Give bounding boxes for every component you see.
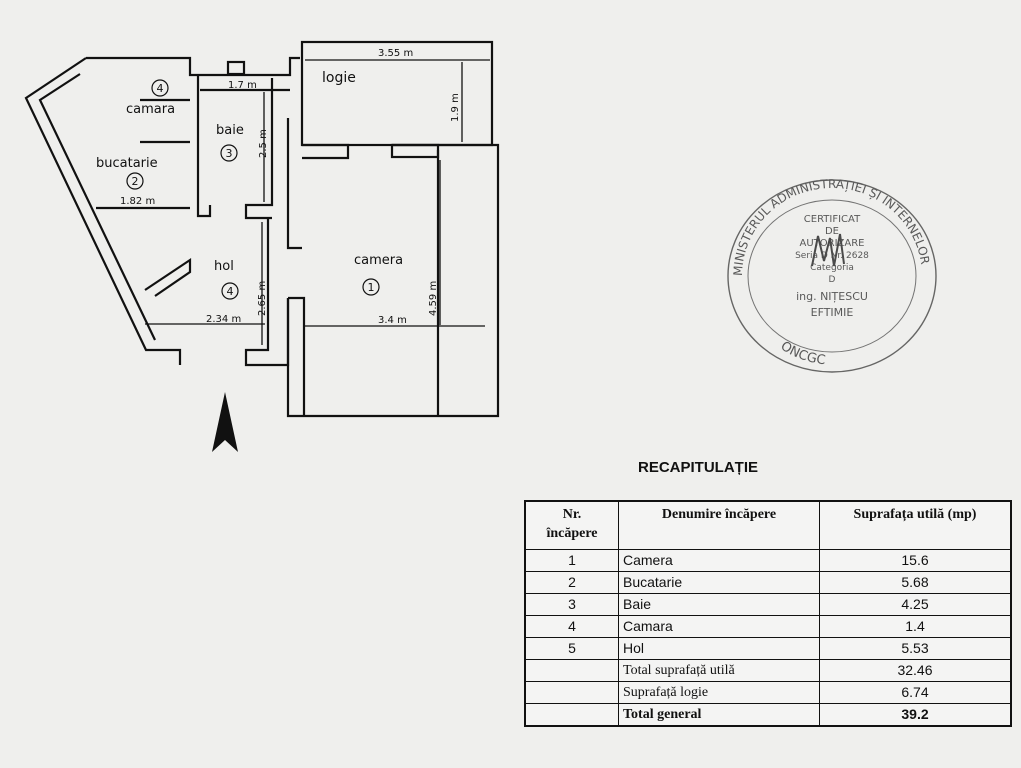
row-nr: 2: [524, 571, 619, 594]
row-nr: 4: [524, 615, 619, 638]
baie-walls: [196, 75, 212, 218]
stamp-line-3: AUTORIZARE: [800, 238, 865, 249]
ventilation-box: [226, 60, 246, 76]
room-number-camera: 1: [362, 278, 380, 296]
certification-stamp: MINISTERUL ADMINISTRAȚIEI ȘI INTERNELOR …: [727, 177, 937, 373]
room-label-hol: hol: [214, 259, 234, 274]
table-row: 5 Hol 5.53: [524, 637, 1012, 660]
dim-label-bucatarie-width: 1.82 m: [120, 196, 155, 207]
row-area: 4.25: [819, 593, 1012, 616]
baie-east-wall: [244, 78, 274, 220]
dimension-lines: [96, 59, 490, 345]
row-area: 1.4: [819, 615, 1012, 638]
room-number-hol: 4: [221, 282, 239, 300]
signature: [811, 233, 845, 267]
total-general-label: Total general: [618, 703, 820, 727]
room-label-bucatarie: bucatarie: [96, 156, 158, 171]
row-name: Bucatarie: [618, 571, 820, 594]
room-label-logie: logie: [322, 70, 356, 86]
logie-value: 6.74: [819, 681, 1012, 704]
stamp-line-7: ing. NIȚESCU: [796, 290, 868, 303]
table-row: 4 Camara 1.4: [524, 615, 1012, 638]
row-name: Baie: [618, 593, 820, 616]
hol-west-wall: [144, 257, 192, 297]
total-util-value: 32.46: [819, 659, 1012, 682]
row-nr: 3: [524, 593, 619, 616]
room-label-camara: camara: [126, 102, 175, 117]
svg-text:4: 4: [157, 82, 164, 95]
stamp-line-2: DE: [825, 226, 839, 237]
floor-plan: logie camara baie bucatarie hol camera 4…: [24, 40, 500, 452]
logie-row: Suprafață logie 6.74: [524, 681, 1012, 704]
table-row: 3 Baie 4.25: [524, 593, 1012, 616]
row-area: 5.53: [819, 637, 1012, 660]
total-general-value: 39.2: [819, 703, 1012, 727]
header-nr-line2: încăpere: [546, 526, 598, 541]
room-number-baie: 3: [220, 144, 238, 162]
stamp-line-8: EFTIMIE: [811, 306, 854, 319]
stamp-line-6: D: [829, 275, 836, 285]
room-number-bucatarie: 2: [126, 172, 144, 190]
dim-label-baie-width: 1.7 m: [228, 80, 257, 91]
recap-table: Nr. încăpere Denumire încăpere Suprafața…: [524, 500, 1012, 727]
total-util-row: Total suprafață utilă 32.46: [524, 659, 1012, 682]
north-wall: [86, 56, 300, 77]
room-label-baie: baie: [216, 123, 244, 138]
row-area: 5.68: [819, 571, 1012, 594]
header-name: Denumire încăpere: [618, 500, 820, 550]
recap-header-row: Nr. încăpere Denumire încăpere Suprafața…: [524, 500, 1012, 550]
east-wall: [286, 143, 500, 418]
west-slanted-wall-inner: [38, 73, 156, 341]
west-slanted-wall: [24, 57, 182, 365]
dim-label-baie-depth: 2.5 m: [258, 129, 269, 158]
total-general-nr: [524, 703, 619, 727]
row-name: Camera: [618, 549, 820, 572]
camera-west-wall-lower: [288, 296, 306, 416]
room-number-camara: 4: [151, 79, 169, 97]
dim-label-logie-width: 3.55 m: [378, 48, 413, 59]
total-util-label: Total suprafață utilă: [618, 659, 820, 682]
dim-label-logie-depth: 1.9 m: [450, 93, 461, 122]
svg-text:4: 4: [227, 285, 234, 298]
north-arrow-icon: [212, 392, 238, 452]
header-area: Suprafața utilă (mp): [819, 500, 1012, 550]
row-nr: 1: [524, 549, 619, 572]
stamp-ring-bottom: ONCGC: [778, 339, 827, 369]
svg-text:3: 3: [226, 147, 233, 160]
svg-text:2: 2: [132, 175, 139, 188]
svg-text:ONCGC: ONCGC: [778, 339, 827, 369]
stamp-line-5: Categoria: [810, 263, 854, 273]
dim-label-camera-width: 3.4 m: [378, 315, 407, 326]
row-area: 15.6: [819, 549, 1012, 572]
logia-door-wall: [302, 143, 350, 160]
dim-label-hol-width: 2.34 m: [206, 314, 241, 325]
row-name: Hol: [618, 637, 820, 660]
total-util-nr: [524, 659, 619, 682]
recap-title: RECAPITULAȚIE: [638, 459, 758, 476]
logie-nr: [524, 681, 619, 704]
header-nr: Nr. încăpere: [524, 500, 619, 550]
dim-label-hol-depth: 2.65 m: [257, 281, 268, 316]
row-nr: 5: [524, 637, 619, 660]
table-row: 1 Camera 15.6: [524, 549, 1012, 572]
table-row: 2 Bucatarie 5.68: [524, 571, 1012, 594]
row-name: Camara: [618, 615, 820, 638]
stamp-line-1: CERTIFICAT: [804, 214, 861, 225]
logie-label: Suprafață logie: [618, 681, 820, 704]
svg-text:1: 1: [368, 281, 375, 294]
room-label-camera: camera: [354, 253, 403, 268]
dim-label-camera-depth: 4.59 m: [428, 281, 439, 316]
logia-window: [390, 143, 440, 159]
hol-east-wall: [244, 218, 290, 367]
camera-west-wall: [286, 118, 302, 250]
total-general-row: Total general 39.2: [524, 703, 1012, 727]
header-nr-line1: Nr.: [562, 507, 582, 522]
